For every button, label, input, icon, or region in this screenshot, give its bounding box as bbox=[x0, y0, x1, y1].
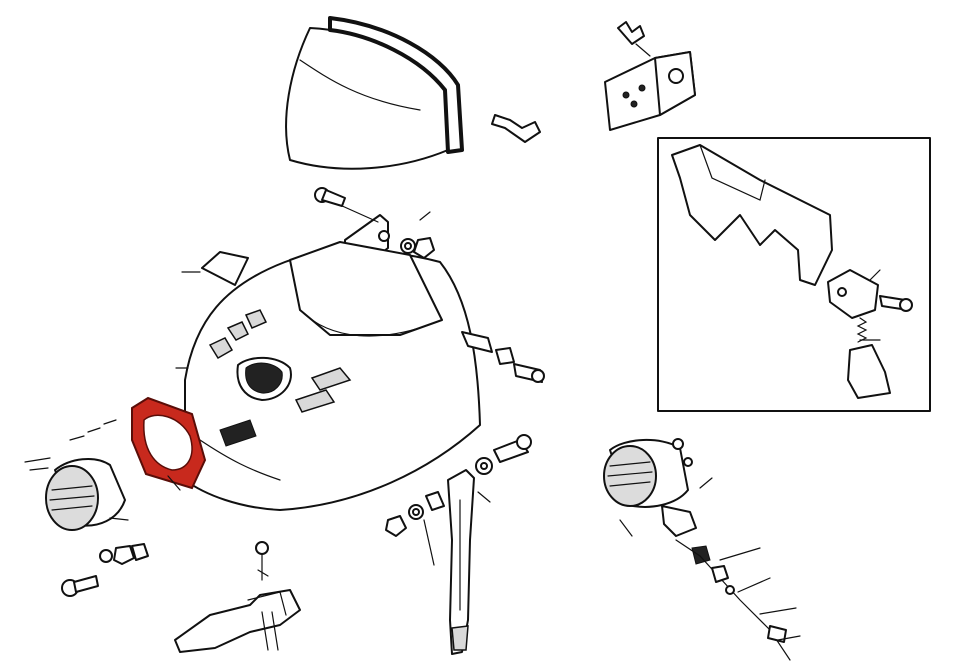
lower-mounting-bracket-part[interactable] bbox=[174, 541, 301, 653]
left-screws-part[interactable] bbox=[24, 419, 117, 471]
center-nut-part[interactable] bbox=[385, 515, 407, 537]
top-nut-part[interactable] bbox=[413, 237, 435, 259]
cowl-bracket-part[interactable] bbox=[671, 144, 833, 286]
spotlamp-fittings-part[interactable] bbox=[711, 565, 787, 643]
wing-nut-part[interactable] bbox=[617, 21, 651, 57]
left-lower-nuts-part[interactable] bbox=[99, 543, 149, 565]
headlamp-gasket-highlighted[interactable] bbox=[131, 396, 207, 490]
spring-latch-part[interactable] bbox=[827, 269, 891, 399]
leader-lines bbox=[109, 269, 881, 641]
center-spacer-part[interactable] bbox=[425, 491, 445, 511]
right-spotlamp-part[interactable] bbox=[603, 438, 791, 661]
side-bolt-part[interactable] bbox=[461, 331, 545, 383]
windscreen-part[interactable] bbox=[285, 16, 464, 170]
mounting-bracket-part[interactable] bbox=[604, 51, 696, 131]
top-bolt-part[interactable] bbox=[314, 187, 346, 207]
inset-bolt-part[interactable] bbox=[879, 295, 913, 312]
top-washer-part[interactable] bbox=[400, 238, 416, 254]
inset-detail-box bbox=[657, 137, 931, 412]
lower-side-bolt-part[interactable] bbox=[475, 434, 532, 475]
windscreen-clip-part[interactable] bbox=[491, 114, 541, 143]
left-headlamp-part[interactable] bbox=[45, 458, 126, 531]
center-washer-part[interactable] bbox=[408, 504, 424, 520]
left-lower-bolt-part[interactable] bbox=[61, 575, 99, 597]
label-plate-part[interactable] bbox=[181, 251, 249, 286]
headlamp-nacelle-part[interactable] bbox=[184, 241, 481, 511]
support-stay-part[interactable] bbox=[447, 469, 475, 655]
